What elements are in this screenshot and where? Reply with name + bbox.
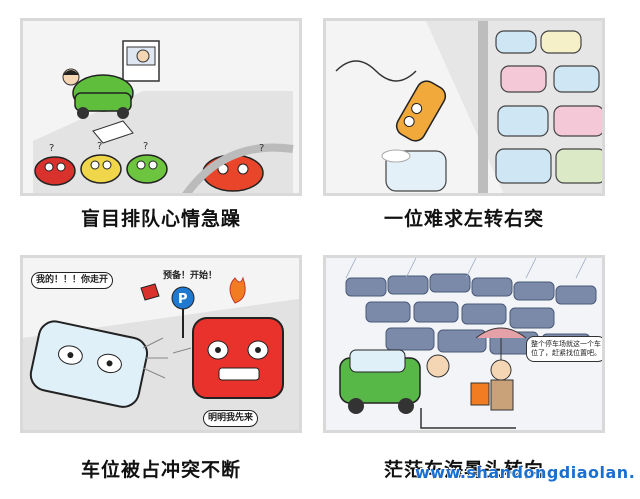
caption-crowded-lot: 一位难求左转右突 bbox=[383, 208, 544, 230]
comic-panel-queue: ?? ?? bbox=[20, 18, 302, 196]
svg-text:?: ? bbox=[259, 143, 264, 154]
svg-text:?: ? bbox=[143, 141, 148, 152]
website-watermark: www.shandongdiaolan. bbox=[415, 463, 636, 482]
comic-panel-conflict: P 我的！！！你走开 预备！开始！ 明明我先来 bbox=[20, 255, 302, 433]
caption-sea-of-cars: 茫茫车海暑头转向 bbox=[383, 459, 544, 481]
speech-bubble-ready: 预备！开始！ bbox=[163, 271, 218, 281]
comic-panel-sea-of-cars: 整个停车场就这一个车位了，赶紧找位置吧。 bbox=[323, 255, 605, 433]
parking-sign-speech: 整个停车场就这一个车位了，赶紧找位置吧。 bbox=[526, 336, 602, 362]
speech-bubble-mine: 我的！！！你走开 bbox=[31, 272, 114, 289]
svg-text:P: P bbox=[178, 292, 188, 307]
queue-illustration: ?? ?? bbox=[23, 21, 299, 193]
speech-bubble-first: 明明我先来 bbox=[203, 410, 259, 427]
comic-panel-crowded-lot bbox=[323, 18, 605, 196]
conflict-illustration: P bbox=[23, 258, 299, 430]
crowded-lot-illustration bbox=[326, 21, 602, 193]
sea-of-cars-illustration bbox=[326, 258, 602, 430]
svg-text:?: ? bbox=[97, 141, 102, 152]
caption-queue: 盲目排队心情急躁 bbox=[80, 208, 241, 230]
svg-text:?: ? bbox=[49, 143, 54, 154]
caption-conflict: 车位被占冲突不断 bbox=[80, 459, 241, 481]
